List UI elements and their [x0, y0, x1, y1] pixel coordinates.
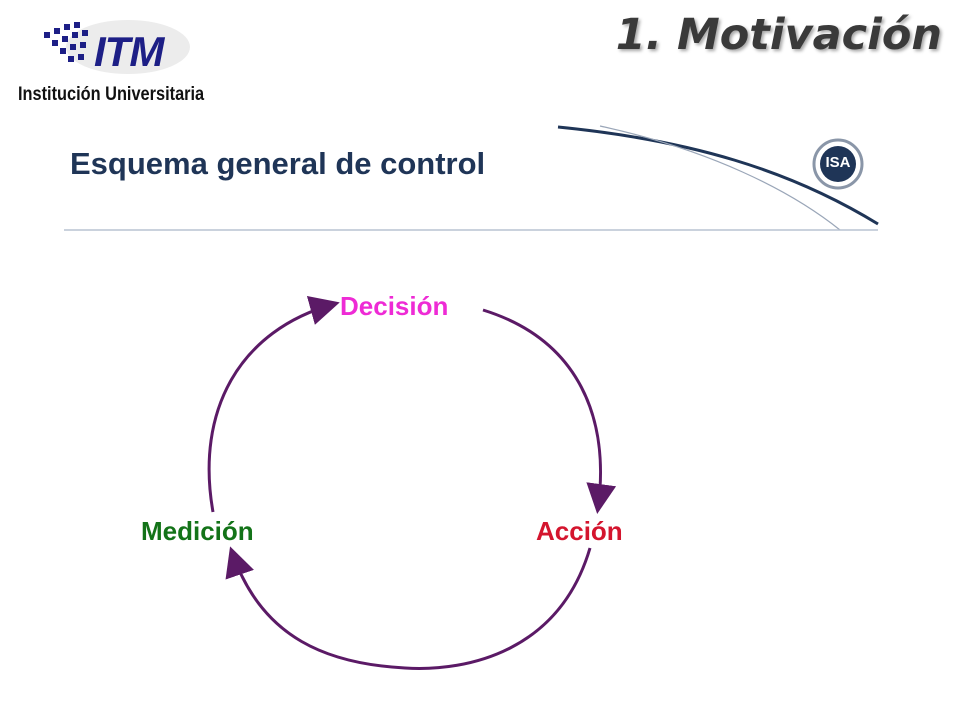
node-measurement: Medición [141, 516, 254, 546]
isa-logo-text: ISA [825, 154, 851, 171]
slide-title: 1. Motivación [615, 10, 942, 60]
logo-brand-text: ITM [94, 28, 164, 75]
header-swoosh-dark [557, 125, 879, 226]
arrow-measurement-to-decision [207, 295, 340, 513]
isa-logo-mark [812, 138, 864, 190]
itm-logo: ITM Institución Universitaria [16, 14, 216, 110]
logo-institution-text: Institución Universitaria [18, 84, 205, 105]
arrow-action-to-measurement [225, 546, 592, 670]
section-title: Esquema general de control [70, 146, 486, 181]
node-action: Acción [536, 516, 623, 546]
header-swoosh-light [599, 125, 841, 231]
node-decision: Decisión [340, 291, 449, 321]
isa-logo: ISA [812, 138, 864, 190]
logo-mark [44, 20, 190, 74]
arrow-decision-to-action [482, 308, 617, 514]
